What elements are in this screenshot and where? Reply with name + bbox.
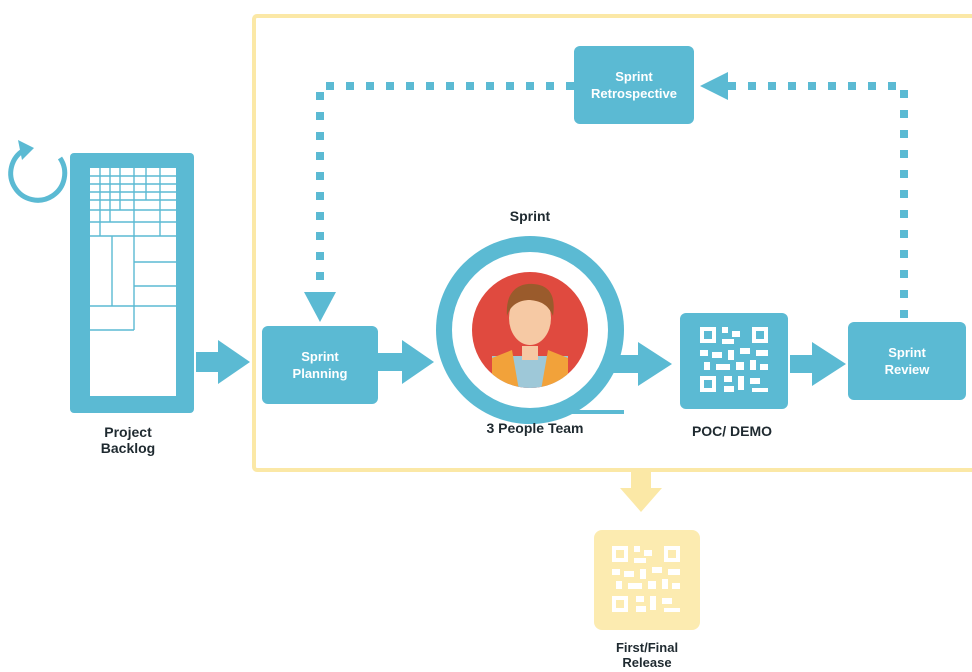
qr-code-icon: [700, 327, 768, 392]
person-icon: [472, 272, 588, 388]
arrow-backlog-to-planning: [196, 340, 250, 384]
project-backlog-label: Project Backlog: [100, 424, 156, 456]
arrow-poc-to-review: [790, 342, 846, 386]
poc-demo-box: [680, 313, 788, 409]
team-label: 3 People Team: [486, 420, 584, 436]
arrow-planning-to-sprint: [378, 340, 434, 384]
sprint-retrospective-box: [574, 46, 694, 124]
sprint-review-box: [848, 322, 966, 400]
sprint-review-label: Sprint Review: [884, 345, 930, 377]
release-label: First/Final Release: [615, 640, 679, 670]
arrow-sprint-to-poc: [610, 342, 672, 386]
sprint-title: Sprint: [509, 208, 551, 224]
planning-arrowhead: [304, 292, 336, 322]
release-box: [594, 530, 700, 630]
poc-demo-label: POC/ DEMO: [691, 423, 773, 439]
qr-code-icon: [612, 546, 680, 612]
feedback-loop-dotted: [316, 82, 908, 318]
sprint-planning-label: Sprint Planning: [292, 349, 348, 381]
refresh-icon: [8, 140, 68, 203]
backlog-board: [70, 153, 194, 413]
arrow-to-release: [620, 472, 662, 512]
sprint-frame: [252, 14, 972, 472]
retrospective-arrowhead: [700, 72, 728, 100]
grid-icon: [90, 168, 176, 331]
sprint-planning-box: [262, 326, 378, 404]
sprint-retrospective-label: Sprint Retrospective: [591, 69, 677, 101]
sprint-circle: [436, 236, 624, 424]
